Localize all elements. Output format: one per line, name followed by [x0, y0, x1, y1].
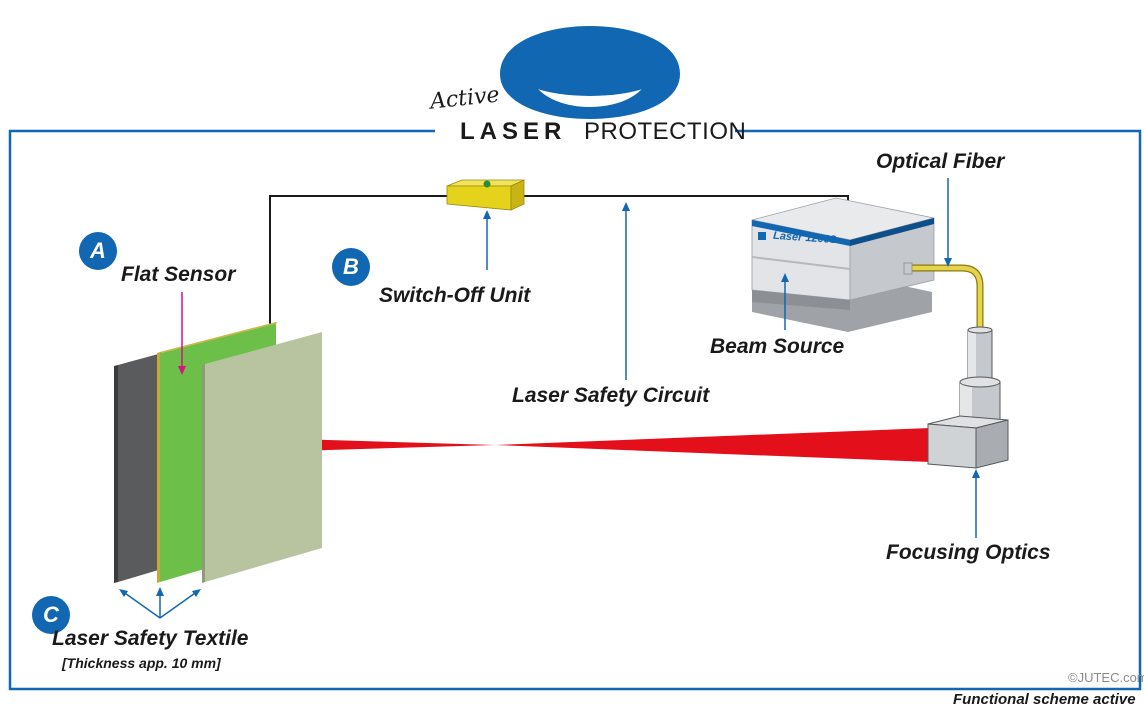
jutec-logo-icon	[500, 26, 680, 119]
pointer-arrows	[119, 178, 980, 619]
footer-caption: Functional scheme active	[953, 691, 1136, 708]
registered-mark: ®	[618, 44, 626, 54]
switch-off-unit-icon	[446, 179, 525, 211]
optical-fiber-label: Optical Fiber	[876, 150, 1005, 173]
switch-off-unit-label: Switch-Off Unit	[379, 284, 531, 307]
flat-sensor-label: Flat Sensor	[121, 263, 236, 286]
flat-sensor-pointer	[178, 292, 186, 375]
copyright-text: ©JUTEC.com	[1068, 670, 1144, 685]
logo-protection-word: PROTECTION	[584, 118, 747, 145]
badge-b: B	[332, 248, 370, 286]
beam-source-device-icon	[751, 197, 935, 332]
laser-safety-textile-label: Laser Safety Textile	[52, 627, 249, 650]
badge-c: C	[32, 596, 70, 634]
logo-brand: JUTEC®	[537, 44, 626, 73]
badge-a: A	[79, 232, 117, 270]
brand-name: JUTEC	[537, 44, 619, 72]
logo-laser-word: LASER	[460, 118, 567, 145]
laser-safety-circuit-label: Laser Safety Circuit	[512, 384, 710, 407]
textile-front-layer	[202, 332, 322, 583]
textile-thickness-label: [Thickness app. 10 mm]	[62, 655, 221, 671]
laser-beam	[262, 428, 930, 462]
focusing-optics-icon	[927, 326, 1009, 469]
frame-border	[8, 129, 1142, 691]
beam-source-label: Beam Source	[710, 335, 845, 358]
focusing-optics-label: Focusing Optics	[886, 541, 1051, 564]
